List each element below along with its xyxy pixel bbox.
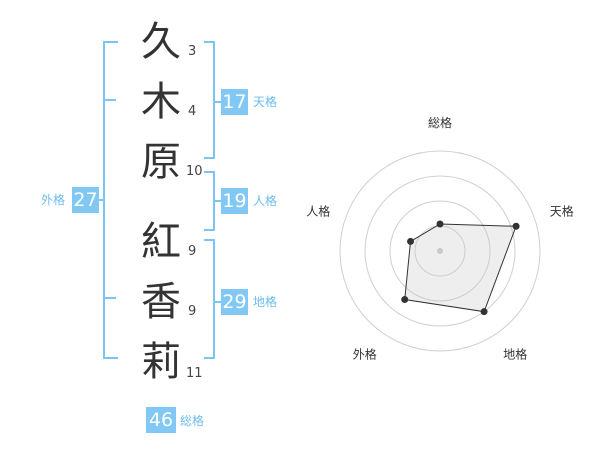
stroke-count-5: 9 [188,304,197,319]
jinkaku-value: 19 [221,188,248,214]
chikaku-bracket [204,239,215,359]
radar-axis-label-3: 地格 [503,347,527,362]
chikaku-label: 地格 [253,295,278,309]
stroke-count-2: 4 [188,104,197,119]
name-char-3: 原 [141,139,181,185]
tenkaku-bracket [204,41,215,159]
stroke-count-1: 3 [188,44,197,59]
radar-point-3 [480,308,488,316]
radar-point-2 [512,222,520,230]
stroke-count-3: 10 [186,164,203,179]
radar-axis-label-4: 外格 [353,347,377,362]
radar-ring-3 [364,175,516,327]
radar-point-5 [407,237,415,245]
radar-area [404,223,517,313]
gaikaku-label: 外格 [41,193,66,207]
radar-center [437,248,443,254]
radar-point-4 [401,296,409,304]
radar-point-1 [436,220,444,228]
stroke-count-6: 11 [186,366,203,381]
tenkaku-label: 天格 [253,95,278,109]
name-char-4: 紅 [141,219,181,265]
name-char-2: 木 [141,79,181,125]
gaikaku-value: 27 [72,187,99,213]
radar-axis-label-5: 人格 [306,203,330,218]
soukaku-value: 46 [146,407,176,433]
name-char-1: 久 [141,19,181,65]
stroke-count-4: 9 [188,244,197,259]
jinkaku-label: 人格 [253,194,278,208]
name-char-5: 香 [141,279,181,325]
chikaku-value: 29 [221,289,248,315]
tenkaku-value: 17 [221,89,248,115]
radar-ring-2 [389,200,491,302]
radar-axis-label-1: 総格 [428,115,452,130]
radar-ring-4 [339,150,541,352]
name-char-6: 莉 [141,339,181,385]
radar-axis-label-2: 天格 [550,203,574,218]
soukaku-label: 総格 [180,414,205,428]
